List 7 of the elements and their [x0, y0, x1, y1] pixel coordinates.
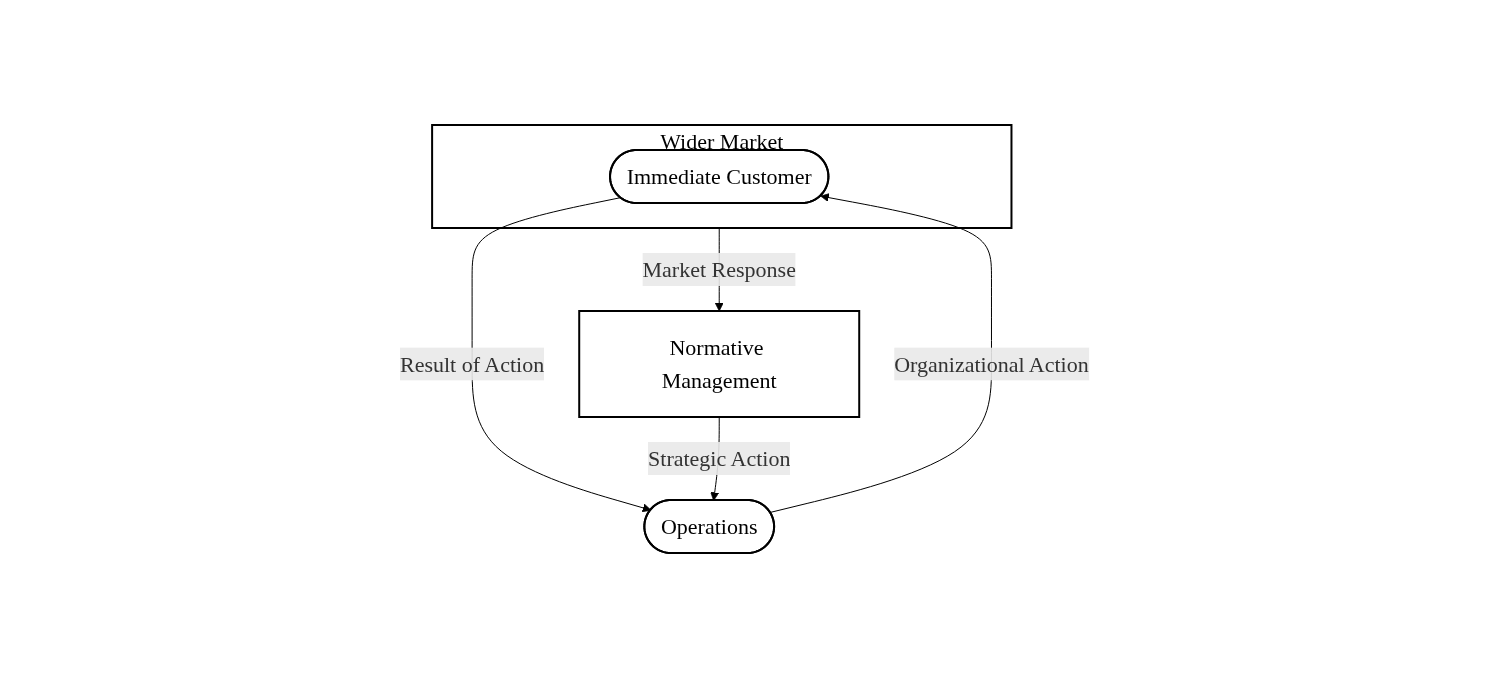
arrow	[769, 193, 992, 513]
edge-label: Organizational Action	[893, 351, 1089, 377]
arrow	[471, 197, 651, 513]
node-box: Normative Management	[577, 310, 860, 418]
edge-label: Result of Action	[399, 351, 544, 377]
edge-label: Strategic Action	[647, 446, 791, 471]
edge-label: Market Response	[642, 257, 796, 282]
